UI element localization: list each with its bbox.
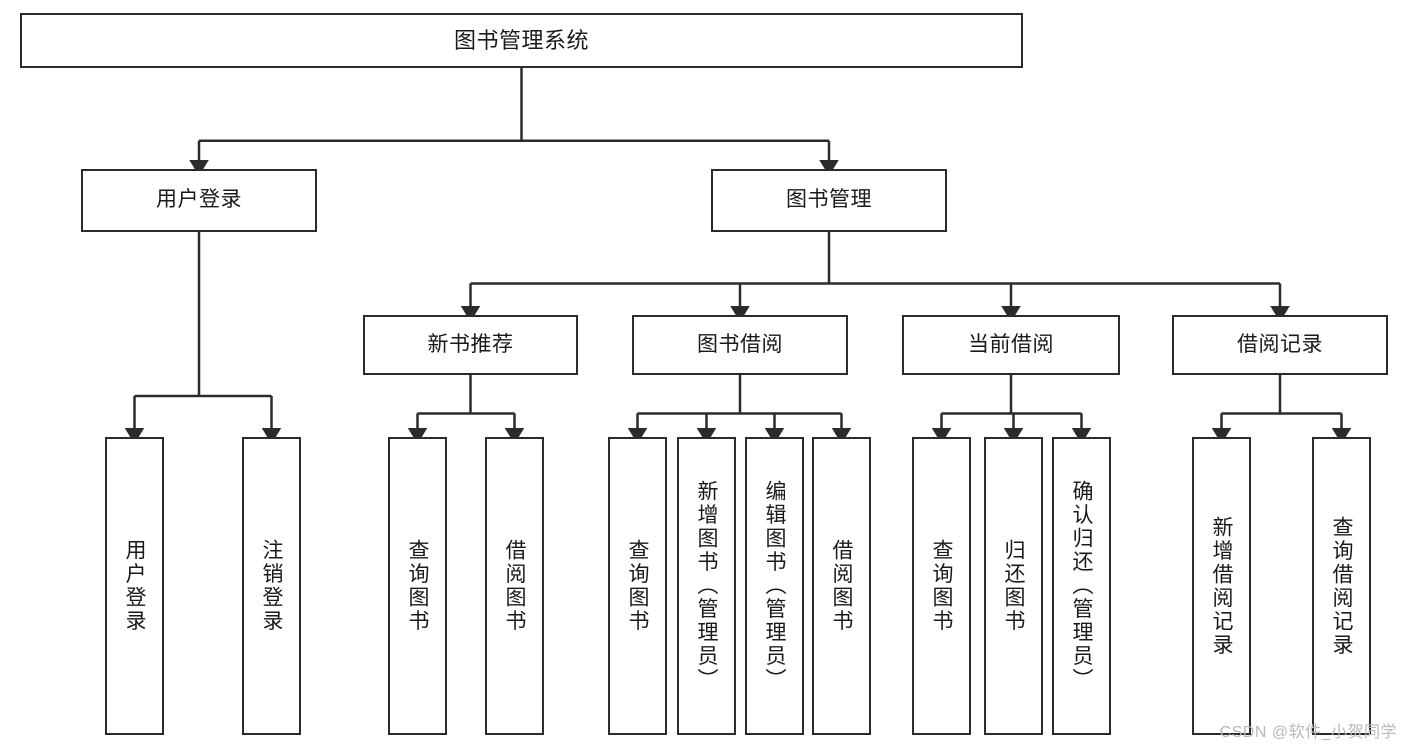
node-user-login-label: 用户登录 — [156, 188, 242, 212]
node-current-borrow[interactable]: 当前借阅 — [902, 315, 1120, 375]
node-book-manage-label: 图书管理 — [786, 188, 872, 212]
node-leaf-user-login-label: 用户登录 — [123, 539, 146, 633]
node-new-book-rec[interactable]: 新书推荐 — [363, 315, 578, 375]
node-new-book-rec-label: 新书推荐 — [427, 332, 514, 356]
node-leaf-query-record-label: 查询借阅记录 — [1330, 515, 1353, 657]
connector-paths — [124, 68, 1352, 444]
node-borrow-record[interactable]: 借阅记录 — [1172, 315, 1388, 375]
node-current-borrow-label: 当前借阅 — [968, 332, 1054, 356]
node-leaf-add-record[interactable]: 新增借阅记录 — [1192, 437, 1251, 735]
node-leaf-user-login[interactable]: 用户登录 — [105, 437, 164, 735]
node-leaf-add-book-label: 新增图书（管理员） — [695, 480, 718, 692]
node-leaf-add-book[interactable]: 新增图书（管理员） — [677, 437, 736, 735]
node-book-borrow[interactable]: 图书借阅 — [632, 315, 848, 375]
node-leaf-borrow-book-1[interactable]: 借阅图书 — [485, 437, 544, 735]
node-leaf-query-book-3-label: 查询图书 — [930, 539, 953, 633]
node-leaf-edit-book-label: 编辑图书（管理员） — [763, 480, 786, 692]
node-borrow-record-label: 借阅记录 — [1237, 332, 1323, 356]
csdn-watermark: CSDN @软件_小贺同学 — [1219, 724, 1397, 741]
node-leaf-return-book[interactable]: 归还图书 — [984, 437, 1043, 735]
node-leaf-return-book-label: 归还图书 — [1002, 539, 1025, 633]
node-root-label: 图书管理系统 — [453, 27, 589, 53]
node-leaf-add-record-label: 新增借阅记录 — [1210, 515, 1233, 657]
node-leaf-query-record[interactable]: 查询借阅记录 — [1312, 437, 1371, 735]
node-leaf-borrow-book-2[interactable]: 借阅图书 — [812, 437, 871, 735]
node-leaf-confirm-return[interactable]: 确认归还（管理员） — [1052, 437, 1111, 735]
node-leaf-confirm-return-label: 确认归还（管理员） — [1070, 480, 1093, 692]
node-leaf-query-book-2-label: 查询图书 — [626, 539, 649, 633]
node-book-manage[interactable]: 图书管理 — [711, 169, 947, 232]
node-leaf-logout-login[interactable]: 注销登录 — [242, 437, 301, 735]
node-book-borrow-label: 图书借阅 — [697, 332, 783, 356]
node-leaf-edit-book[interactable]: 编辑图书（管理员） — [745, 437, 804, 735]
node-root[interactable]: 图书管理系统 — [20, 13, 1023, 68]
node-user-login[interactable]: 用户登录 — [81, 169, 317, 232]
node-leaf-borrow-book-1-label: 借阅图书 — [503, 539, 526, 633]
node-leaf-query-book-3[interactable]: 查询图书 — [912, 437, 971, 735]
node-leaf-query-book-2[interactable]: 查询图书 — [608, 437, 667, 735]
node-leaf-borrow-book-2-label: 借阅图书 — [830, 539, 853, 633]
node-leaf-query-book-1[interactable]: 查询图书 — [388, 437, 447, 735]
node-leaf-logout-login-label: 注销登录 — [260, 539, 283, 633]
node-leaf-query-book-1-label: 查询图书 — [406, 539, 429, 633]
